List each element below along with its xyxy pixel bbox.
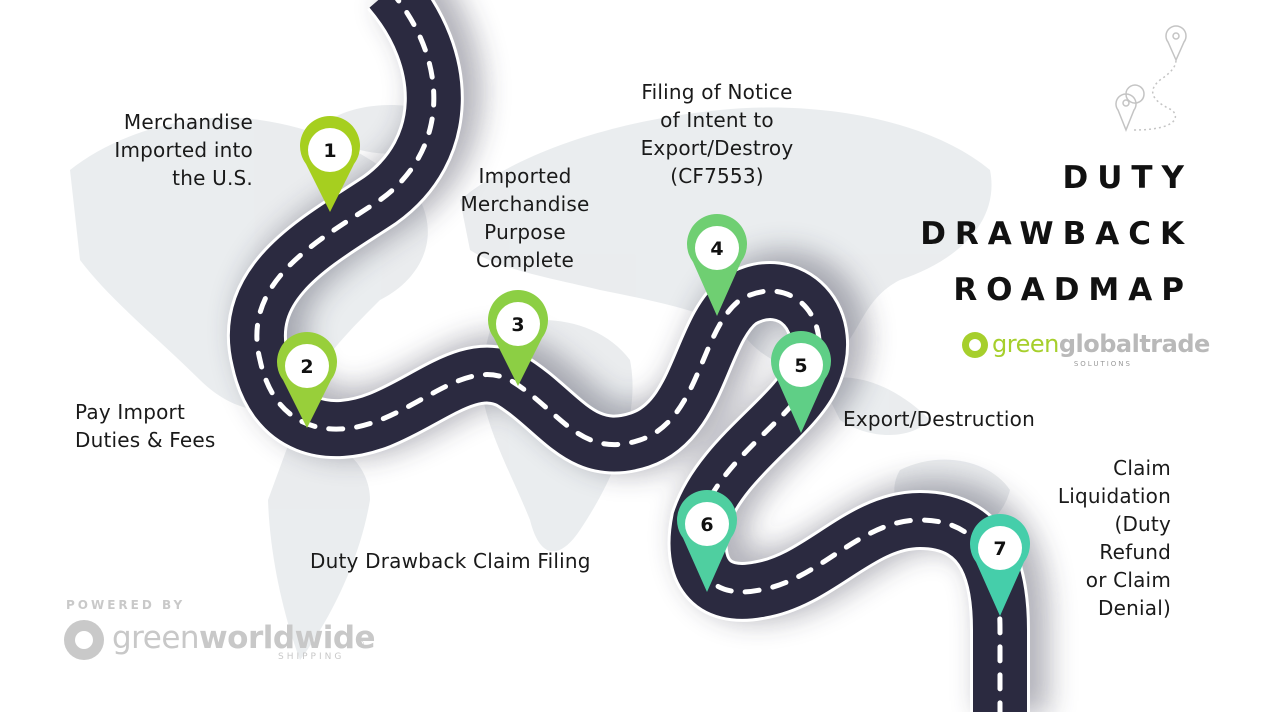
ggt-word-gray: globaltrade [1058,330,1210,358]
step-pin-5[interactable]: 5 [771,331,831,433]
step-number: 7 [993,538,1006,560]
gww-logo-icon [64,620,104,660]
step-pin-4[interactable]: 4 [687,214,747,316]
pin-circle [285,344,329,388]
map-south-america [268,438,370,660]
ggt-logo-icon [962,332,988,358]
gww-subtitle: SHIPPING [278,652,345,662]
step-pin-3[interactable]: 3 [488,290,548,386]
pin-circle [978,526,1022,570]
step-pin-2[interactable]: 2 [277,332,337,428]
green-global-trade-logo: greenglobaltrade SOLUTIONS [962,330,1210,372]
step-number: 2 [300,356,313,378]
title-line-1: DUTY [1062,160,1193,196]
pin-circle [779,343,823,387]
title-line-2: DRAWBACK [920,216,1193,252]
pin-circle [496,302,540,346]
step-number: 3 [511,314,524,336]
registered-mark: ® [356,640,365,650]
step-pin-1[interactable]: 1 [300,116,360,212]
ggt-subtitle: SOLUTIONS [1073,360,1132,368]
green-worldwide-logo: greenworldwide SHIPPING ® [64,618,384,668]
powered-by-label: POWERED BY [66,598,186,612]
pin-circle [695,226,739,270]
step-number: 4 [710,238,723,260]
step-pin-6[interactable]: 6 [677,490,737,592]
step-number: 6 [700,514,713,536]
gww-word-light: green [112,620,200,656]
title-line-3: ROADMAP [953,272,1193,308]
step-label-1: Merchandise Imported into the U.S. [114,110,253,190]
step-label-3: Imported Merchandise Purpose Complete [460,164,590,272]
gww-word-bold: worldwide [199,620,376,656]
step-label-4: Filing of Notice of Intent to Export/Des… [640,80,794,188]
route-pins-icon [1115,25,1187,133]
road-center-line [254,0,1003,712]
step-label-7: Claim Liquidation (Duty Refund or Claim … [1057,456,1171,620]
step-label-2: Pay Import Duties & Fees [75,400,216,452]
pin-circle [685,502,729,546]
step-label-6: Duty Drawback Claim Filing [310,549,591,573]
step-label-5: Export/Destruction [843,407,1035,431]
step-number: 1 [323,140,336,162]
ggt-wordmark: greenglobaltrade [992,330,1210,358]
pin-circle [308,128,352,172]
step-pin-7[interactable]: 7 [970,514,1030,616]
step-number: 5 [794,355,807,377]
gww-wordmark: greenworldwide [112,620,376,656]
ggt-word-green: green [992,330,1059,358]
